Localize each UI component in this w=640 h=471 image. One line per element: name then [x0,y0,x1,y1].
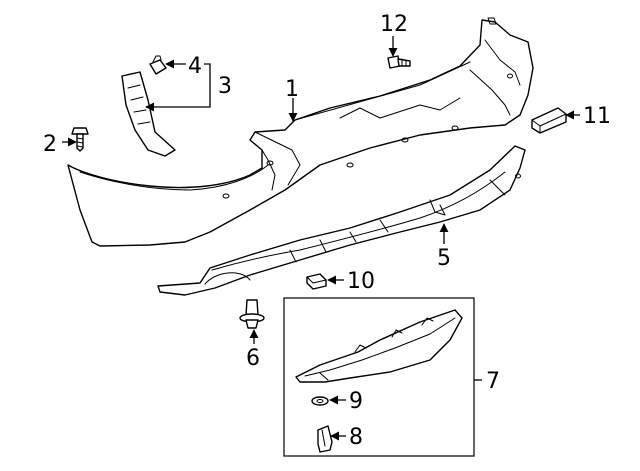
callout-1: 1 [285,77,299,102]
callout-8: 8 [349,425,363,450]
callout-4: 4 [188,54,202,79]
screw-part-2 [71,127,89,152]
stud-part-8 [317,425,333,453]
leader-3 [145,63,211,112]
callout-3: 3 [218,74,232,99]
callout-7: 7 [486,369,500,394]
insert-part-11 [531,107,567,134]
callout-11: 11 [583,104,611,129]
screw-part-12 [387,55,411,69]
inset-frame [283,297,475,457]
lower-valance-part [157,145,526,296]
bumper-cover-part [67,17,534,247]
clip-part-4 [149,55,167,75]
trim-part-7 [295,309,463,383]
callout-5: 5 [437,246,451,271]
callout-10: 10 [347,269,375,294]
callout-6: 6 [246,346,260,371]
callout-2: 2 [43,132,57,157]
push-pin-part-6 [239,299,265,329]
bracket-part [121,71,176,157]
callout-9: 9 [349,389,363,414]
callout-12: 12 [380,12,408,37]
washer-part-9 [311,396,329,406]
clip-part-10 [306,273,327,290]
callout-numbers: 1 2 3 4 5 6 7 8 9 10 11 12 [43,12,611,450]
leader-lines [62,36,580,441]
